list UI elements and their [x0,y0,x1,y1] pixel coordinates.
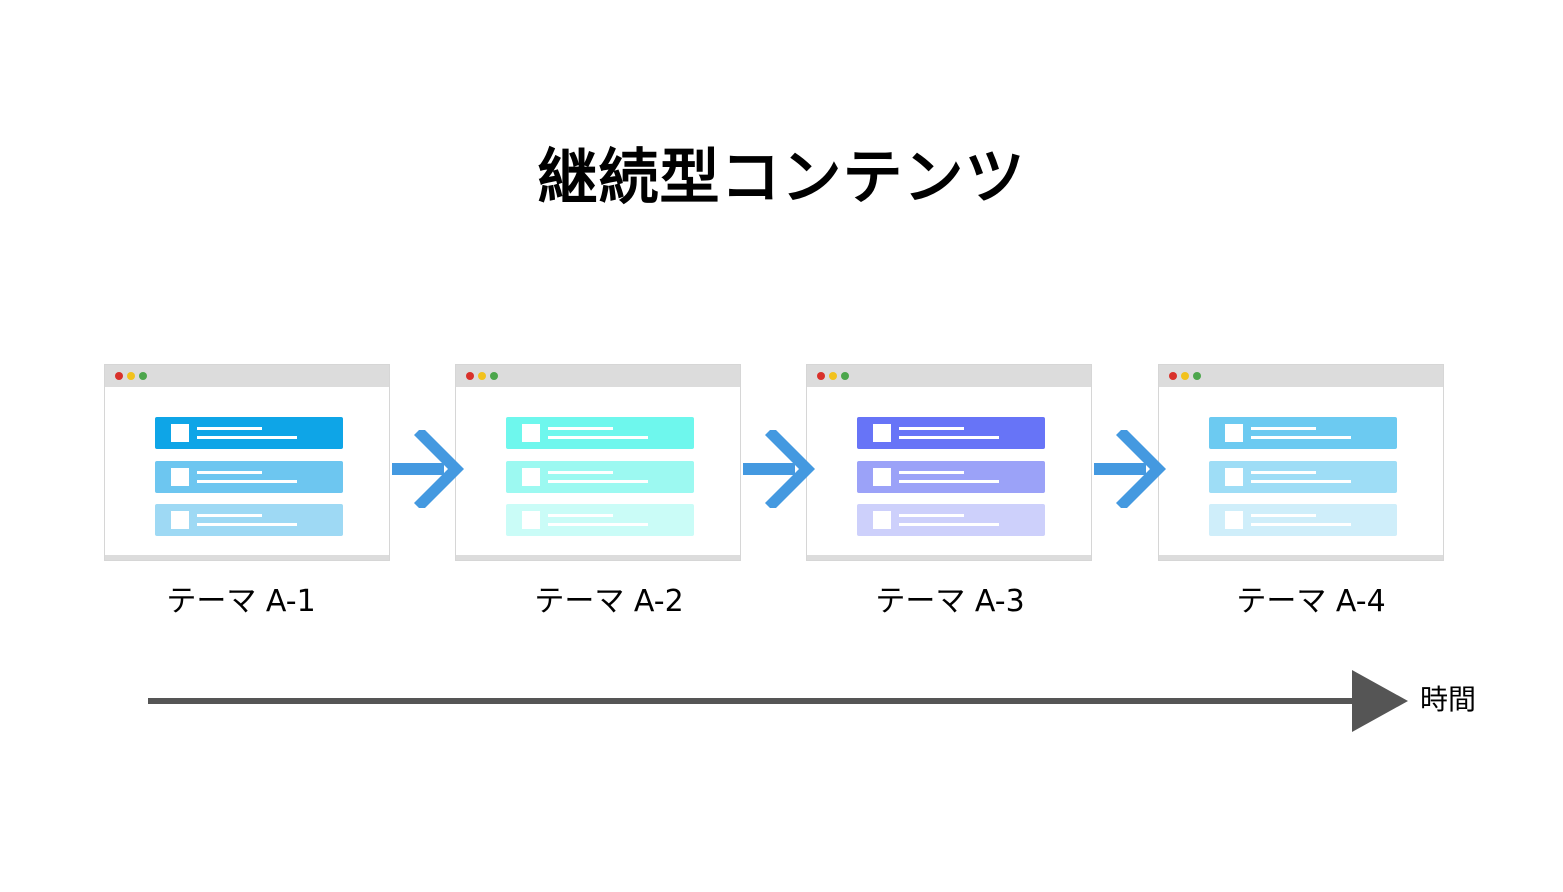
content-list-item [857,417,1045,449]
time-axis-arrow [148,670,1408,732]
right-arrow-icon [1094,430,1166,508]
thumbnail-icon [873,511,891,529]
text-line [197,480,297,483]
content-list-item [155,504,343,536]
text-line [548,471,613,474]
window-footer [456,555,740,560]
text-line [1251,471,1316,474]
browser-window-a1 [104,364,390,561]
text-line [197,436,297,439]
maximize-dot-icon [139,372,147,380]
content-list-item [155,461,343,493]
window-footer [1159,555,1443,560]
text-line [548,514,613,517]
window-titlebar [807,365,1091,387]
thumbnail-icon [522,511,540,529]
arrow-shaft [392,463,444,475]
text-line [1251,480,1351,483]
content-list-item [506,504,694,536]
window-titlebar [105,365,389,387]
text-line [197,471,262,474]
window-footer [807,555,1091,560]
arrow-shaft [743,463,795,475]
text-line [548,427,613,430]
time-axis-label: 時間 [1420,683,1477,716]
text-line [1251,514,1316,517]
thumbnail-icon [171,468,189,486]
minimize-dot-icon [127,372,135,380]
content-list-item [1209,417,1397,449]
thumbnail-icon [171,511,189,529]
thumbnail-icon [171,424,189,442]
text-line [548,523,648,526]
window-caption-a1: テーマ A-1 [166,584,316,619]
close-dot-icon [115,372,123,380]
minimize-dot-icon [478,372,486,380]
content-list-item [1209,504,1397,536]
text-line [899,427,964,430]
minimize-dot-icon [1181,372,1189,380]
content-list-item [506,461,694,493]
window-caption-a3: テーマ A-3 [875,584,1025,619]
thumbnail-icon [1225,468,1243,486]
arrow-shaft [1094,463,1146,475]
window-caption-a2: テーマ A-2 [534,584,684,619]
maximize-dot-icon [841,372,849,380]
thumbnail-icon [873,468,891,486]
browser-window-a2 [455,364,741,561]
text-line [899,471,964,474]
text-line [197,514,262,517]
thumbnail-icon [522,424,540,442]
content-list-item [857,504,1045,536]
window-titlebar [456,365,740,387]
text-line [899,523,999,526]
text-line [197,523,297,526]
window-footer [105,555,389,560]
close-dot-icon [1169,372,1177,380]
close-dot-icon [466,372,474,380]
maximize-dot-icon [1193,372,1201,380]
text-line [899,514,964,517]
right-arrow-icon [392,430,464,508]
arrow-head [765,430,815,508]
text-line [899,480,999,483]
thumbnail-icon [1225,511,1243,529]
close-dot-icon [817,372,825,380]
text-line [548,480,648,483]
time-axis-arrowhead [1352,670,1408,732]
content-list-item [857,461,1045,493]
content-list-item [1209,461,1397,493]
browser-window-a4 [1158,364,1444,561]
browser-window-a3 [806,364,1092,561]
window-titlebar [1159,365,1443,387]
content-list-item [155,417,343,449]
thumbnail-icon [1225,424,1243,442]
text-line [197,427,262,430]
time-axis-line [148,698,1358,704]
arrow-head [1116,430,1166,508]
text-line [1251,523,1351,526]
text-line [1251,427,1316,430]
content-list-item [506,417,694,449]
arrow-head [414,430,464,508]
page-title: 継続型コンテンツ [537,143,1026,213]
thumbnail-icon [873,424,891,442]
minimize-dot-icon [829,372,837,380]
text-line [548,436,648,439]
text-line [899,436,999,439]
thumbnail-icon [522,468,540,486]
right-arrow-icon [743,430,815,508]
maximize-dot-icon [490,372,498,380]
window-caption-a4: テーマ A-4 [1236,584,1386,619]
text-line [1251,436,1351,439]
